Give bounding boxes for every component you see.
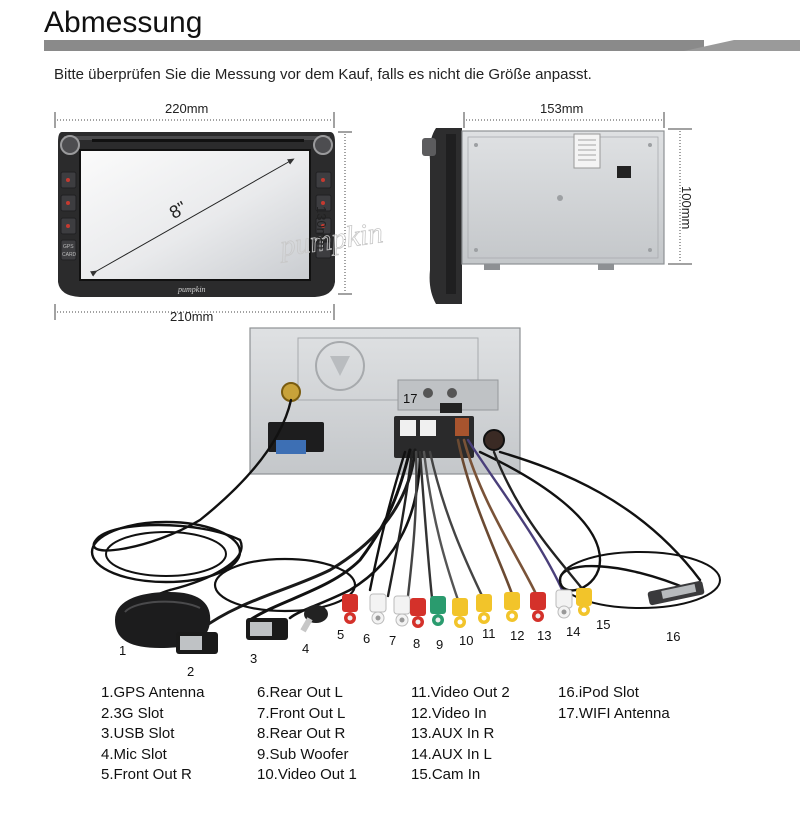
- intro-text: Bitte überprüfen Sie die Messung vor dem…: [54, 66, 592, 83]
- gps-port-icon: [281, 382, 301, 402]
- connector-number: 5: [337, 627, 345, 642]
- legend-item: 14.AUX In L: [411, 745, 492, 763]
- connector-number: 3: [250, 651, 258, 666]
- gps-button-label: GPS: [63, 244, 74, 250]
- legend-item: 17.WIFI Antenna: [558, 704, 670, 722]
- connector-number: 17: [403, 391, 418, 406]
- dim-width-top: 220mm: [165, 101, 209, 116]
- connector-number: 1: [119, 643, 127, 658]
- rca-plug-8: [410, 598, 426, 628]
- cable-harness: [90, 398, 721, 632]
- connector-number: 4: [302, 641, 310, 656]
- rca-plugs: [342, 588, 592, 628]
- connector-number: 2: [187, 664, 195, 679]
- legend-item: 4.Mic Slot: [101, 745, 167, 763]
- legend-column-3: 11.Video Out 2 12.Video In 13.AUX In R 1…: [411, 683, 510, 786]
- connector-number: 11: [482, 626, 496, 641]
- card-button-label: CARD: [62, 252, 77, 258]
- connector-number: 6: [363, 631, 371, 646]
- dim-height-front: 130mm: [314, 206, 329, 250]
- legend-column-4: 16.iPod Slot 17.WIFI Antenna: [558, 683, 670, 724]
- connector-number: 15: [596, 617, 611, 632]
- chassis-side: [461, 130, 665, 265]
- rca-plug-9: [430, 596, 446, 626]
- legend-item: 3.USB Slot: [101, 725, 175, 742]
- legend-item: 9.Sub Woofer: [257, 745, 349, 763]
- rca-plug-15: [576, 588, 592, 616]
- connector-number: 13: [537, 628, 552, 643]
- tune-knob-icon: [313, 135, 333, 155]
- legend-column-1: 1.GPS Antenna 2.3G Slot 3.USB Slot 4.Mic…: [101, 683, 204, 786]
- connector-number: 9: [436, 637, 444, 652]
- rca-plug-7: [393, 595, 411, 627]
- volume-knob-icon: [60, 135, 80, 155]
- legend-item: 13.AUX In R: [411, 725, 495, 742]
- rca-plug-10: [452, 598, 468, 628]
- ipod-connector: [647, 580, 705, 606]
- dim-depth-side: 153mm: [540, 101, 584, 116]
- legend-item: 7.Front Out L: [257, 704, 346, 722]
- brand-logo: pumpkin: [177, 285, 206, 294]
- connector-number: 16: [666, 629, 681, 644]
- rca-plug-14: [555, 589, 573, 619]
- connector-number: 12: [510, 628, 525, 643]
- legend-item: 8.Rear Out R: [257, 725, 346, 742]
- front-view: GPS CARD 8" pumpkin: [54, 112, 352, 320]
- fan-icon: [315, 341, 365, 391]
- connector-number: 8: [413, 636, 421, 651]
- legend-item: 16.iPod Slot: [558, 684, 639, 701]
- rca-plug-5: [342, 594, 358, 624]
- dim-height-side: 100mm: [679, 186, 694, 230]
- screen-diagonal-arrow: [90, 158, 295, 277]
- legend-column-2: 6.Rear Out L 7.Front Out L 8.Rear Out R …: [257, 683, 357, 786]
- rca-plug-13: [530, 592, 546, 622]
- legend-item: 15.Cam In: [411, 766, 481, 783]
- legend-item: 2.3G Slot: [101, 704, 164, 722]
- legend-item: 12.Video In: [411, 704, 487, 722]
- usb-3g-plug: [176, 632, 218, 654]
- mic-plug: [300, 605, 328, 633]
- legend-item: 1.GPS Antenna: [101, 684, 205, 701]
- legend-item: 10.Video Out 1: [257, 766, 357, 783]
- connector-number: 7: [389, 633, 397, 648]
- dim-width-bottom: 210mm: [170, 309, 214, 324]
- side-view: [422, 112, 692, 304]
- wifi-antenna-port: [440, 403, 462, 413]
- title-underline-bar: [44, 40, 800, 51]
- connector-number: 10: [459, 633, 474, 648]
- legend-item: 11.Video Out 2: [411, 684, 510, 701]
- legend-item: 5.Front Out R: [101, 766, 192, 783]
- rca-plug-12: [504, 592, 520, 622]
- page-title: Abmessung: [44, 6, 203, 39]
- usb-plug: [246, 618, 288, 640]
- legend-item: 6.Rear Out L: [257, 684, 343, 701]
- right-buttons: [315, 171, 332, 259]
- connector-number: 14: [566, 624, 581, 639]
- rca-plug-11: [476, 594, 492, 624]
- rca-plug-6: [369, 593, 387, 625]
